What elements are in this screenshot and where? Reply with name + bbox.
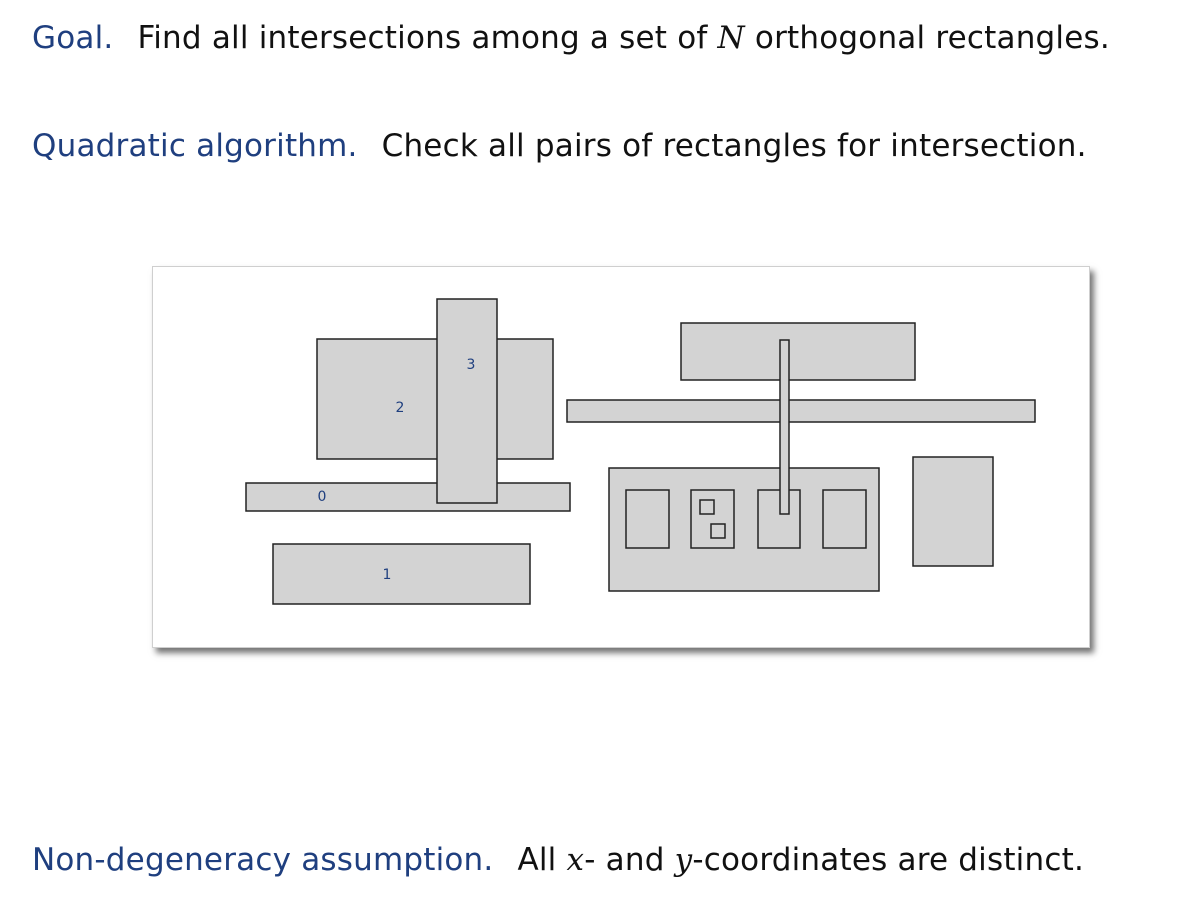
rectangle-thin-vertical [779, 339, 790, 515]
rectangle-inner-a [625, 489, 670, 549]
rectangle-top-right [680, 322, 916, 381]
rectangle-inner-c [757, 489, 801, 549]
rectangles-diagram: 0 1 2 3 [245, 298, 1036, 605]
rectangle-long-horizontal [566, 399, 1036, 423]
rectangle-tiny-b [710, 523, 726, 539]
quadratic-keyword: Quadratic algorithm. [32, 128, 358, 164]
rectangle-1 [272, 543, 531, 605]
rectangle-3 [436, 298, 498, 504]
goal-statement: Goal. Find all intersections among a set … [32, 20, 1110, 56]
quadratic-statement: Quadratic algorithm. Check all pairs of r… [32, 128, 1087, 164]
nondegeneracy-keyword: Non-degeneracy assumption. [32, 842, 494, 878]
goal-variable-n: N [717, 20, 745, 56]
rectangle-2 [316, 338, 554, 460]
goal-text-before: Find all intersections among a set of [137, 20, 718, 56]
rectangle-0 [245, 482, 571, 512]
label-1: 1 [383, 567, 392, 583]
goal-text-after: orthogonal rectangles. [744, 20, 1110, 56]
rectangle-tiny-a [699, 499, 715, 515]
quadratic-text: Check all pairs of rectangles for inters… [381, 128, 1087, 164]
label-2: 2 [396, 400, 405, 416]
nondegeneracy-text-mid: - and [584, 842, 675, 878]
nondegeneracy-text-post: -coordinates are distinct. [692, 842, 1085, 878]
nondegeneracy-statement: Non-degeneracy assumption. All x- and y-c… [32, 842, 1084, 878]
rectangle-far-right [912, 456, 994, 567]
label-0: 0 [318, 489, 327, 505]
goal-keyword: Goal. [32, 20, 114, 56]
rectangle-inner-b [690, 489, 735, 549]
variable-x: x [566, 842, 585, 878]
label-3: 3 [467, 357, 476, 373]
rectangle-inner-d [822, 489, 867, 549]
nondegeneracy-text-pre: All [517, 842, 567, 878]
variable-y: y [674, 842, 693, 878]
rectangles-figure: 0 1 2 3 [152, 266, 1090, 648]
